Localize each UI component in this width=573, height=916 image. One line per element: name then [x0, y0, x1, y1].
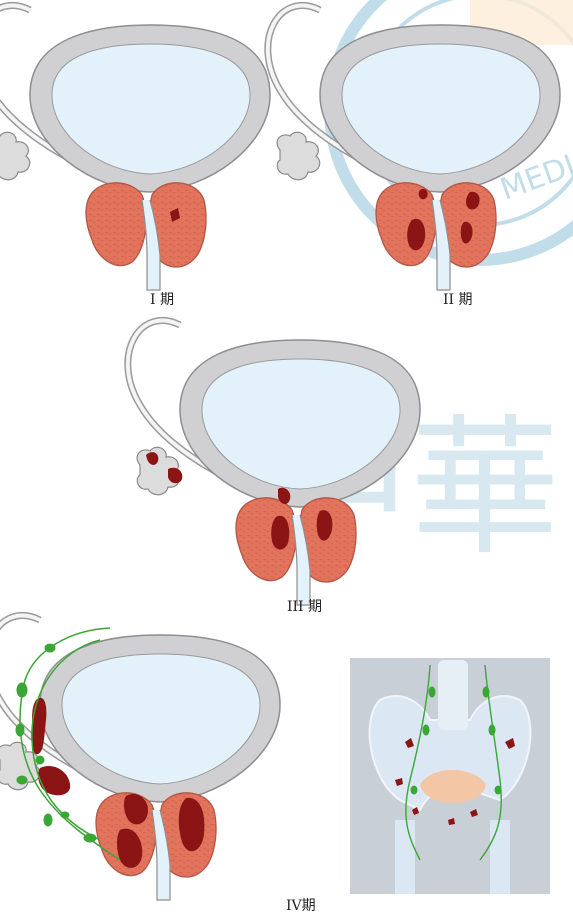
tumor-stage-3-d — [271, 516, 289, 550]
stage-2-diagram — [268, 5, 560, 290]
tumor-stage-3-b — [168, 468, 182, 484]
pelvis-diagram — [350, 658, 550, 894]
stage-1-diagram — [0, 5, 270, 290]
tumor-stage-4-b — [38, 766, 70, 795]
stage-1-label: I 期 — [150, 289, 174, 309]
stage-3-label: III 期 — [287, 596, 322, 616]
stage-4-label: IV期 — [286, 895, 316, 915]
stage-2-label: II 期 — [443, 289, 473, 309]
